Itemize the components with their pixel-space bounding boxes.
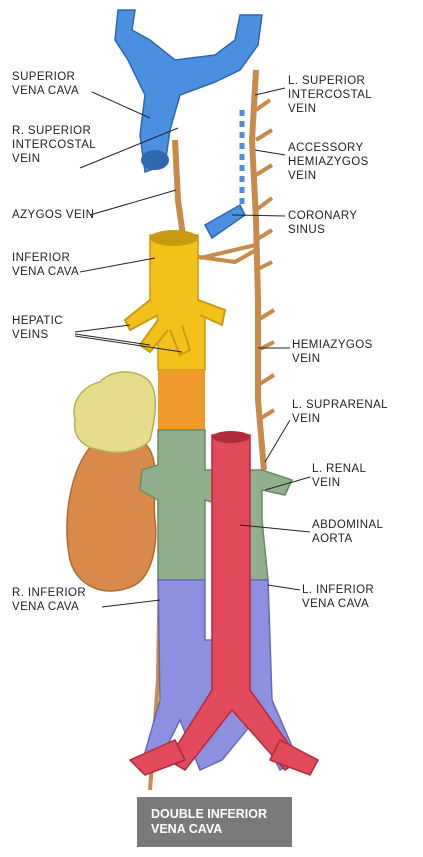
superior-vena-cava-shape (114, 9, 263, 174)
label-azygos-vein: AZYGOS VEIN (12, 209, 95, 221)
right-kidney (66, 432, 157, 592)
figure-caption: DOUBLE INFERIOR VENA CAVA (137, 797, 292, 847)
hemiazygos-vein-shape (248, 69, 267, 471)
right-suprarenal-gland (73, 371, 157, 453)
coronary-sinus-shape (203, 203, 246, 240)
superior-vena-cava-cut (141, 150, 169, 170)
iliac-arteries-shape (128, 738, 320, 776)
ivc-mid-shape (158, 370, 205, 430)
azygos-branches (184, 98, 276, 422)
aorta-shape (166, 434, 302, 771)
aorta-cut (212, 431, 250, 443)
leader-lines (74, 87, 311, 608)
ivc-cut-top (150, 230, 198, 246)
